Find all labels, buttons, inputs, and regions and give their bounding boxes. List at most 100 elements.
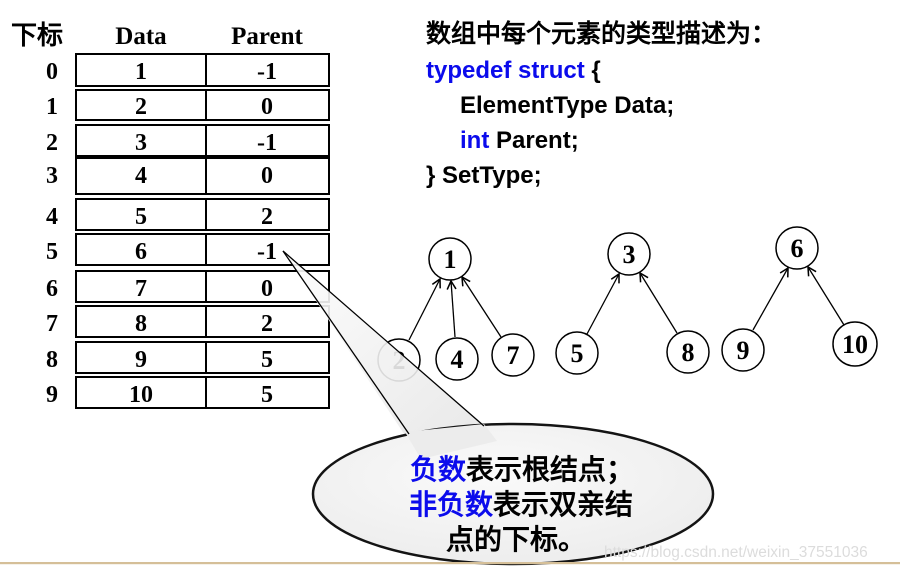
tree-node-label: 4	[451, 345, 464, 374]
edge-10-to-6	[807, 265, 845, 326]
table-row: 5 6 -1	[46, 233, 330, 266]
struct-code-block: 数组中每个元素的类型描述为： typedef struct { ElementT…	[426, 19, 776, 189]
forest-diagram: 1 2 4 7 3 5 8 6	[377, 226, 878, 382]
parent-cell	[205, 157, 330, 195]
table-row: 3 4 0	[46, 157, 330, 195]
callout-line2-rest: 表示双亲结	[493, 489, 633, 520]
tree-node-label: 7	[507, 341, 520, 370]
tree-node: 10	[832, 321, 878, 367]
tree-node-label: 10	[842, 330, 868, 359]
tree-node-label: 3	[623, 240, 636, 269]
row-index: 1	[46, 94, 58, 120]
table-row: 0 1 -1	[46, 53, 330, 87]
callout-line-1: 负数表示根结点；	[410, 454, 634, 485]
code-line-typedef: typedef struct {	[426, 57, 601, 84]
tree-node-circle	[428, 237, 472, 281]
edge-9-to-6	[752, 266, 789, 331]
tree-node: 6	[775, 226, 819, 270]
parent-cell	[205, 89, 330, 121]
parent-cell	[205, 53, 330, 87]
row-data: 3	[135, 130, 147, 156]
row-parent: -1	[257, 130, 277, 156]
row-index: 9	[46, 382, 58, 408]
row-index: 5	[46, 239, 58, 265]
table-row: 2 3 -1	[46, 124, 330, 157]
data-cell	[75, 376, 207, 409]
row-data: 4	[135, 163, 147, 189]
watermark-text: https://blog.csdn.net/weixin_37551036	[604, 544, 868, 561]
row-data: 10	[129, 382, 153, 408]
tree-node-circle	[832, 321, 878, 367]
row-index: 0	[46, 59, 58, 85]
row-data: 1	[135, 59, 147, 85]
tree-node-circle	[555, 331, 599, 375]
row-parent: 0	[261, 276, 273, 302]
parent-cell	[205, 376, 330, 409]
tree-node-label: 9	[737, 336, 750, 365]
tree-node: 8	[666, 330, 710, 374]
tree-node-circle	[607, 232, 651, 276]
row-index: 6	[46, 276, 58, 302]
table-header-index: 下标	[11, 20, 63, 50]
highlight-negative: 负数	[410, 454, 467, 485]
edge-4-to-1	[446, 279, 457, 338]
callout-line-2: 非负数表示双亲结	[409, 489, 633, 520]
table-row: 6 7 0	[46, 270, 330, 303]
parent-cell	[205, 198, 330, 231]
row-index: 8	[46, 347, 58, 373]
tree-node-circle	[775, 226, 819, 270]
row-data: 8	[135, 311, 147, 337]
parent-cell	[205, 305, 330, 338]
tree-node: 5	[555, 331, 599, 375]
data-cell	[75, 341, 207, 374]
tree-node-label: 8	[682, 338, 695, 367]
row-data: 2	[135, 94, 147, 120]
tree-node-circle	[666, 330, 710, 374]
row-data: 6	[135, 239, 147, 265]
row-parent: 5	[261, 382, 273, 408]
edge-5-to-3	[586, 272, 620, 335]
table-row: 8 9 5	[46, 341, 330, 374]
tree-node: 4	[435, 337, 479, 381]
tree-node: 1	[428, 237, 472, 281]
code-intro-line: 数组中每个元素的类型描述为：	[426, 19, 776, 48]
parent-field-rest: Parent;	[489, 127, 578, 154]
tree-node-label: 5	[571, 339, 584, 368]
callout-tail-junction-patch	[405, 424, 497, 459]
parent-array-table: 下标 Data Parent 0 1 -1 1 2 0 2 3 -1 3	[11, 20, 330, 409]
row-index: 3	[46, 163, 58, 189]
data-cell	[75, 89, 207, 121]
table-row: 4 5 2	[46, 198, 330, 231]
row-parent: -1	[257, 59, 277, 85]
code-line-closing: } SetType;	[426, 162, 542, 189]
parent-cell	[205, 341, 330, 374]
open-brace: {	[585, 57, 601, 84]
row-parent: -1	[257, 239, 277, 265]
callout-bubble: 负数表示根结点； 非负数表示双亲结 点的下标。	[282, 250, 715, 566]
data-cell	[75, 270, 207, 303]
tree-node-circle	[435, 337, 479, 381]
callout-tail-right-edge	[282, 250, 485, 427]
parent-cell	[205, 124, 330, 157]
data-cell	[75, 157, 207, 195]
row-data: 7	[135, 276, 147, 302]
table-row: 1 2 0	[46, 89, 330, 121]
code-line-data-field: ElementType Data;	[460, 92, 674, 119]
tree-node-label: 6	[791, 234, 804, 263]
edge-8-to-3	[639, 271, 678, 334]
table-header-parent: Parent	[231, 23, 303, 50]
row-parent: 0	[261, 94, 273, 120]
highlight-nonnegative: 非负数	[409, 489, 494, 520]
table-header-data: Data	[115, 23, 167, 50]
callout-line1-rest: 表示根结点；	[466, 454, 634, 485]
callout-line-3: 点的下标。	[446, 523, 586, 555]
edge-7-to-1	[461, 275, 502, 338]
keyword-int: int	[460, 127, 489, 154]
data-cell	[75, 53, 207, 87]
row-data: 5	[135, 204, 147, 230]
tree-node-circle	[721, 328, 765, 372]
bottom-accent-bar	[0, 562, 900, 565]
keyword-typedef-struct: typedef struct	[426, 57, 585, 84]
